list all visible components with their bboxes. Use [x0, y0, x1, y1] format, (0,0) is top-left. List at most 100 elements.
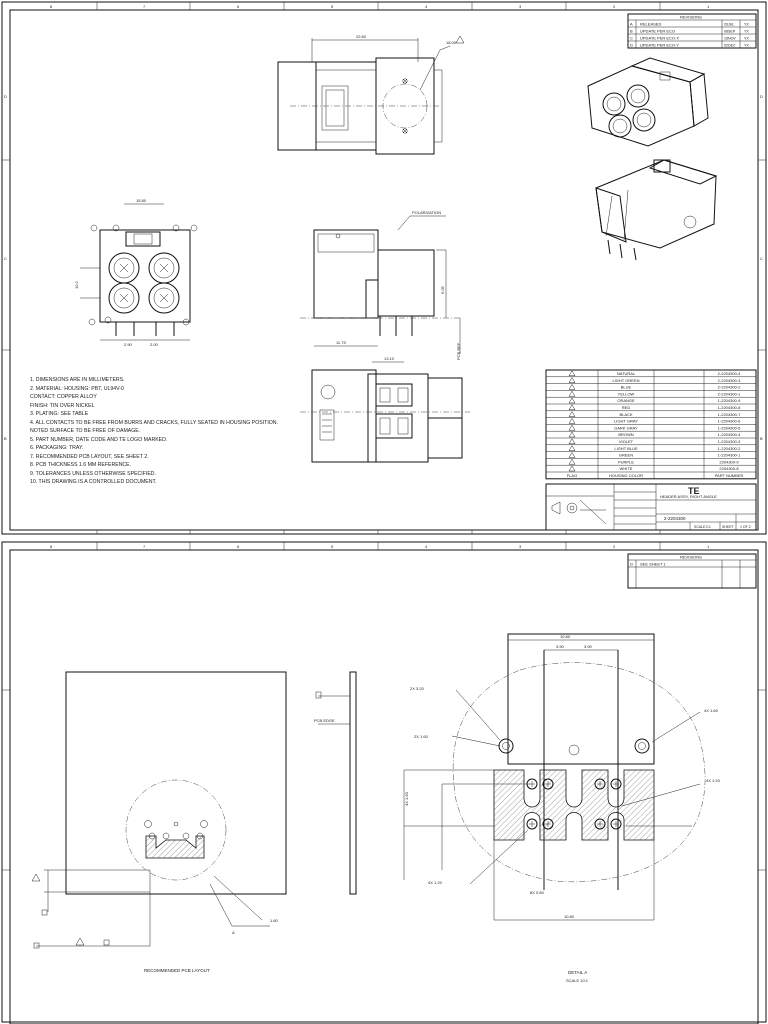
note-line: 9. TOLERANCES UNLESS OTHERWISE SPECIFIED… [30, 470, 156, 477]
balloon-markers [88, 224, 198, 326]
flag-triangle-icon [568, 451, 576, 458]
zone-label: 4 [425, 4, 428, 9]
rev-ltr: D [630, 562, 633, 567]
outer-frame [1, 1, 767, 535]
flag-triangle-icon [568, 397, 576, 404]
rev-date: 15NOV [724, 37, 736, 41]
pads [498, 738, 650, 830]
flag-triangle-icon [568, 383, 576, 390]
zone-label: 7 [143, 4, 146, 9]
note-line: 8. PCB THICKNESS 1.6 MM REFERENCE. [30, 462, 132, 468]
zone-label: 3 [519, 544, 522, 549]
variant-color: LIGHT GRAY [614, 419, 638, 424]
flag-triangle-icon [568, 390, 576, 397]
variant-color: VIOLET [619, 439, 634, 444]
dim-label: 4X 1.20 [706, 778, 721, 783]
sheet-2-canvas: 8 7 6 5 4 3 2 1 REVISIONS D SEE SHEET 1 [1, 541, 767, 1024]
detail-marker: A [232, 930, 235, 935]
variant-part-number: 1-2204300-1 [718, 453, 741, 458]
outer-frame [1, 541, 767, 1023]
variant-part-number: 1-2204300-4 [718, 432, 741, 437]
company-logo: TE [688, 486, 700, 496]
dim-detail-a: 3.90 [556, 644, 565, 649]
variant-part-number: 2204300-9 [719, 459, 739, 464]
note-line: CONTACT: COPPER ALLOY [30, 394, 97, 400]
rev-by: YX [744, 44, 749, 48]
variant-part-number: 2-2204300-4 [718, 371, 741, 376]
variant-color: BLACK [619, 412, 632, 417]
callout-dim: 18.00 [446, 40, 457, 45]
scale-label: SCALE [694, 525, 706, 529]
dim-bottom-1: 2.90 [124, 342, 133, 347]
polarization-label: POLARIZATION [412, 210, 441, 215]
variant-color: LIGHT GREEN [612, 378, 639, 383]
rev-date: 26JUL [724, 23, 734, 27]
detail-a-view: 10.80 3.90 3.90 [403, 633, 721, 983]
dim-side-height: 9.05 [440, 285, 445, 294]
zone-ticks [2, 542, 766, 871]
variant-color: BROWN [618, 432, 633, 437]
variant-part-number: 1-2204300-7 [718, 412, 741, 417]
revision-header: REVISIONS [680, 15, 702, 20]
zone-label: 6 [237, 544, 240, 549]
variants-header-color: HOUSING COLOR [609, 473, 643, 478]
zone-label: 2 [613, 544, 616, 549]
variant-part-number: 1-2204300-6 [718, 419, 741, 424]
zone-label: 8 [50, 544, 53, 549]
dim-detail-top: 10.80 [560, 634, 571, 639]
rev-by: YX [744, 30, 749, 34]
flag-triangle-icon [568, 377, 576, 383]
pcb-edge-view: PCB EDGE [314, 671, 357, 895]
title-block: TE HEADER ASSY, RIGHT ANGLE 2-2204300 SC… [545, 483, 757, 531]
pcb-edge-label: PCB EDGE [314, 718, 335, 723]
dim-label: 2X 3.20 [410, 686, 425, 691]
variant-color: ORANGE [617, 398, 635, 403]
zone-labels: 8 7 6 5 4 3 2 1 D C B D C B [4, 4, 763, 441]
rev-desc: SEE SHEET 1 [640, 562, 666, 567]
pcb-thickness: 1.60 [270, 918, 279, 923]
isometric-view-1 [587, 57, 709, 147]
zone-label: 5 [331, 4, 334, 9]
bottom-view: 13.10 [300, 356, 470, 463]
projection-symbol [551, 499, 607, 525]
note-line: 3. PLATING: SEE TABLE [30, 411, 89, 417]
dim-label: 4X 1.20 [428, 880, 443, 885]
dim-label: 2X 1.60 [414, 734, 429, 739]
row-label: C [4, 256, 7, 261]
variant-part-number: 1-2204300-5 [718, 425, 741, 430]
zone-labels: 8 7 6 5 4 3 2 1 [50, 544, 710, 549]
dim-top-width: 22.60 [356, 34, 367, 39]
note-line: 2. MATERIAL: HOUSING: PBT, UL94V-0 [30, 385, 124, 392]
note-line: 5. PART NUMBER, DATE CODE AND TE LOGO MA… [30, 436, 168, 443]
dim-label: 8X 0.80 [530, 890, 545, 895]
rev-desc: UPDATE PER ECO [640, 29, 675, 34]
doc-number: 2-2204300 [664, 516, 686, 521]
rev-by: YX [744, 37, 749, 41]
notes-block: 1. DIMENSIONS ARE IN MILLIMETERS. 2. MAT… [30, 376, 278, 487]
isometric-view-2 [595, 159, 718, 261]
variants-header-pn: PART NUMBER [715, 473, 744, 478]
variant-color: RED [622, 405, 631, 410]
flag-triangle-icon [568, 404, 576, 411]
variant-color: WHITE [620, 466, 633, 471]
zone-label: 5 [331, 544, 334, 549]
zone-label: 4 [425, 544, 428, 549]
title-text: HEADER ASSY, RIGHT ANGLE [660, 494, 717, 499]
flag-triangle-icon [568, 445, 576, 451]
flag-triangle-icon [568, 411, 576, 417]
note-line: 7. RECOMMENDED PCB LAYOUT, SEE SHEET 2. [30, 453, 149, 460]
rev-date: 08SEP [724, 30, 736, 34]
rev-desc: UPDATE PER ECO-X [640, 36, 679, 41]
flag-triangle-icon [568, 370, 576, 377]
variant-part-number: 1-2204300-8 [718, 405, 741, 410]
zone-label: 6 [237, 4, 240, 9]
variant-part-number: 2-2204300-3 [718, 378, 741, 383]
front-view: 15.80 10.2 2.90 2.00 [74, 198, 198, 347]
flag-triangle-icon [568, 424, 576, 431]
inner-frame [9, 9, 759, 531]
layout-caption: RECOMMENDED PCB LAYOUT [144, 968, 210, 973]
flag-triangle-icon [568, 438, 576, 445]
dim-label: 4X 1.60 [704, 708, 719, 713]
dim-bottom-2: 2.00 [150, 342, 159, 347]
rev-ltr: D [630, 43, 633, 48]
